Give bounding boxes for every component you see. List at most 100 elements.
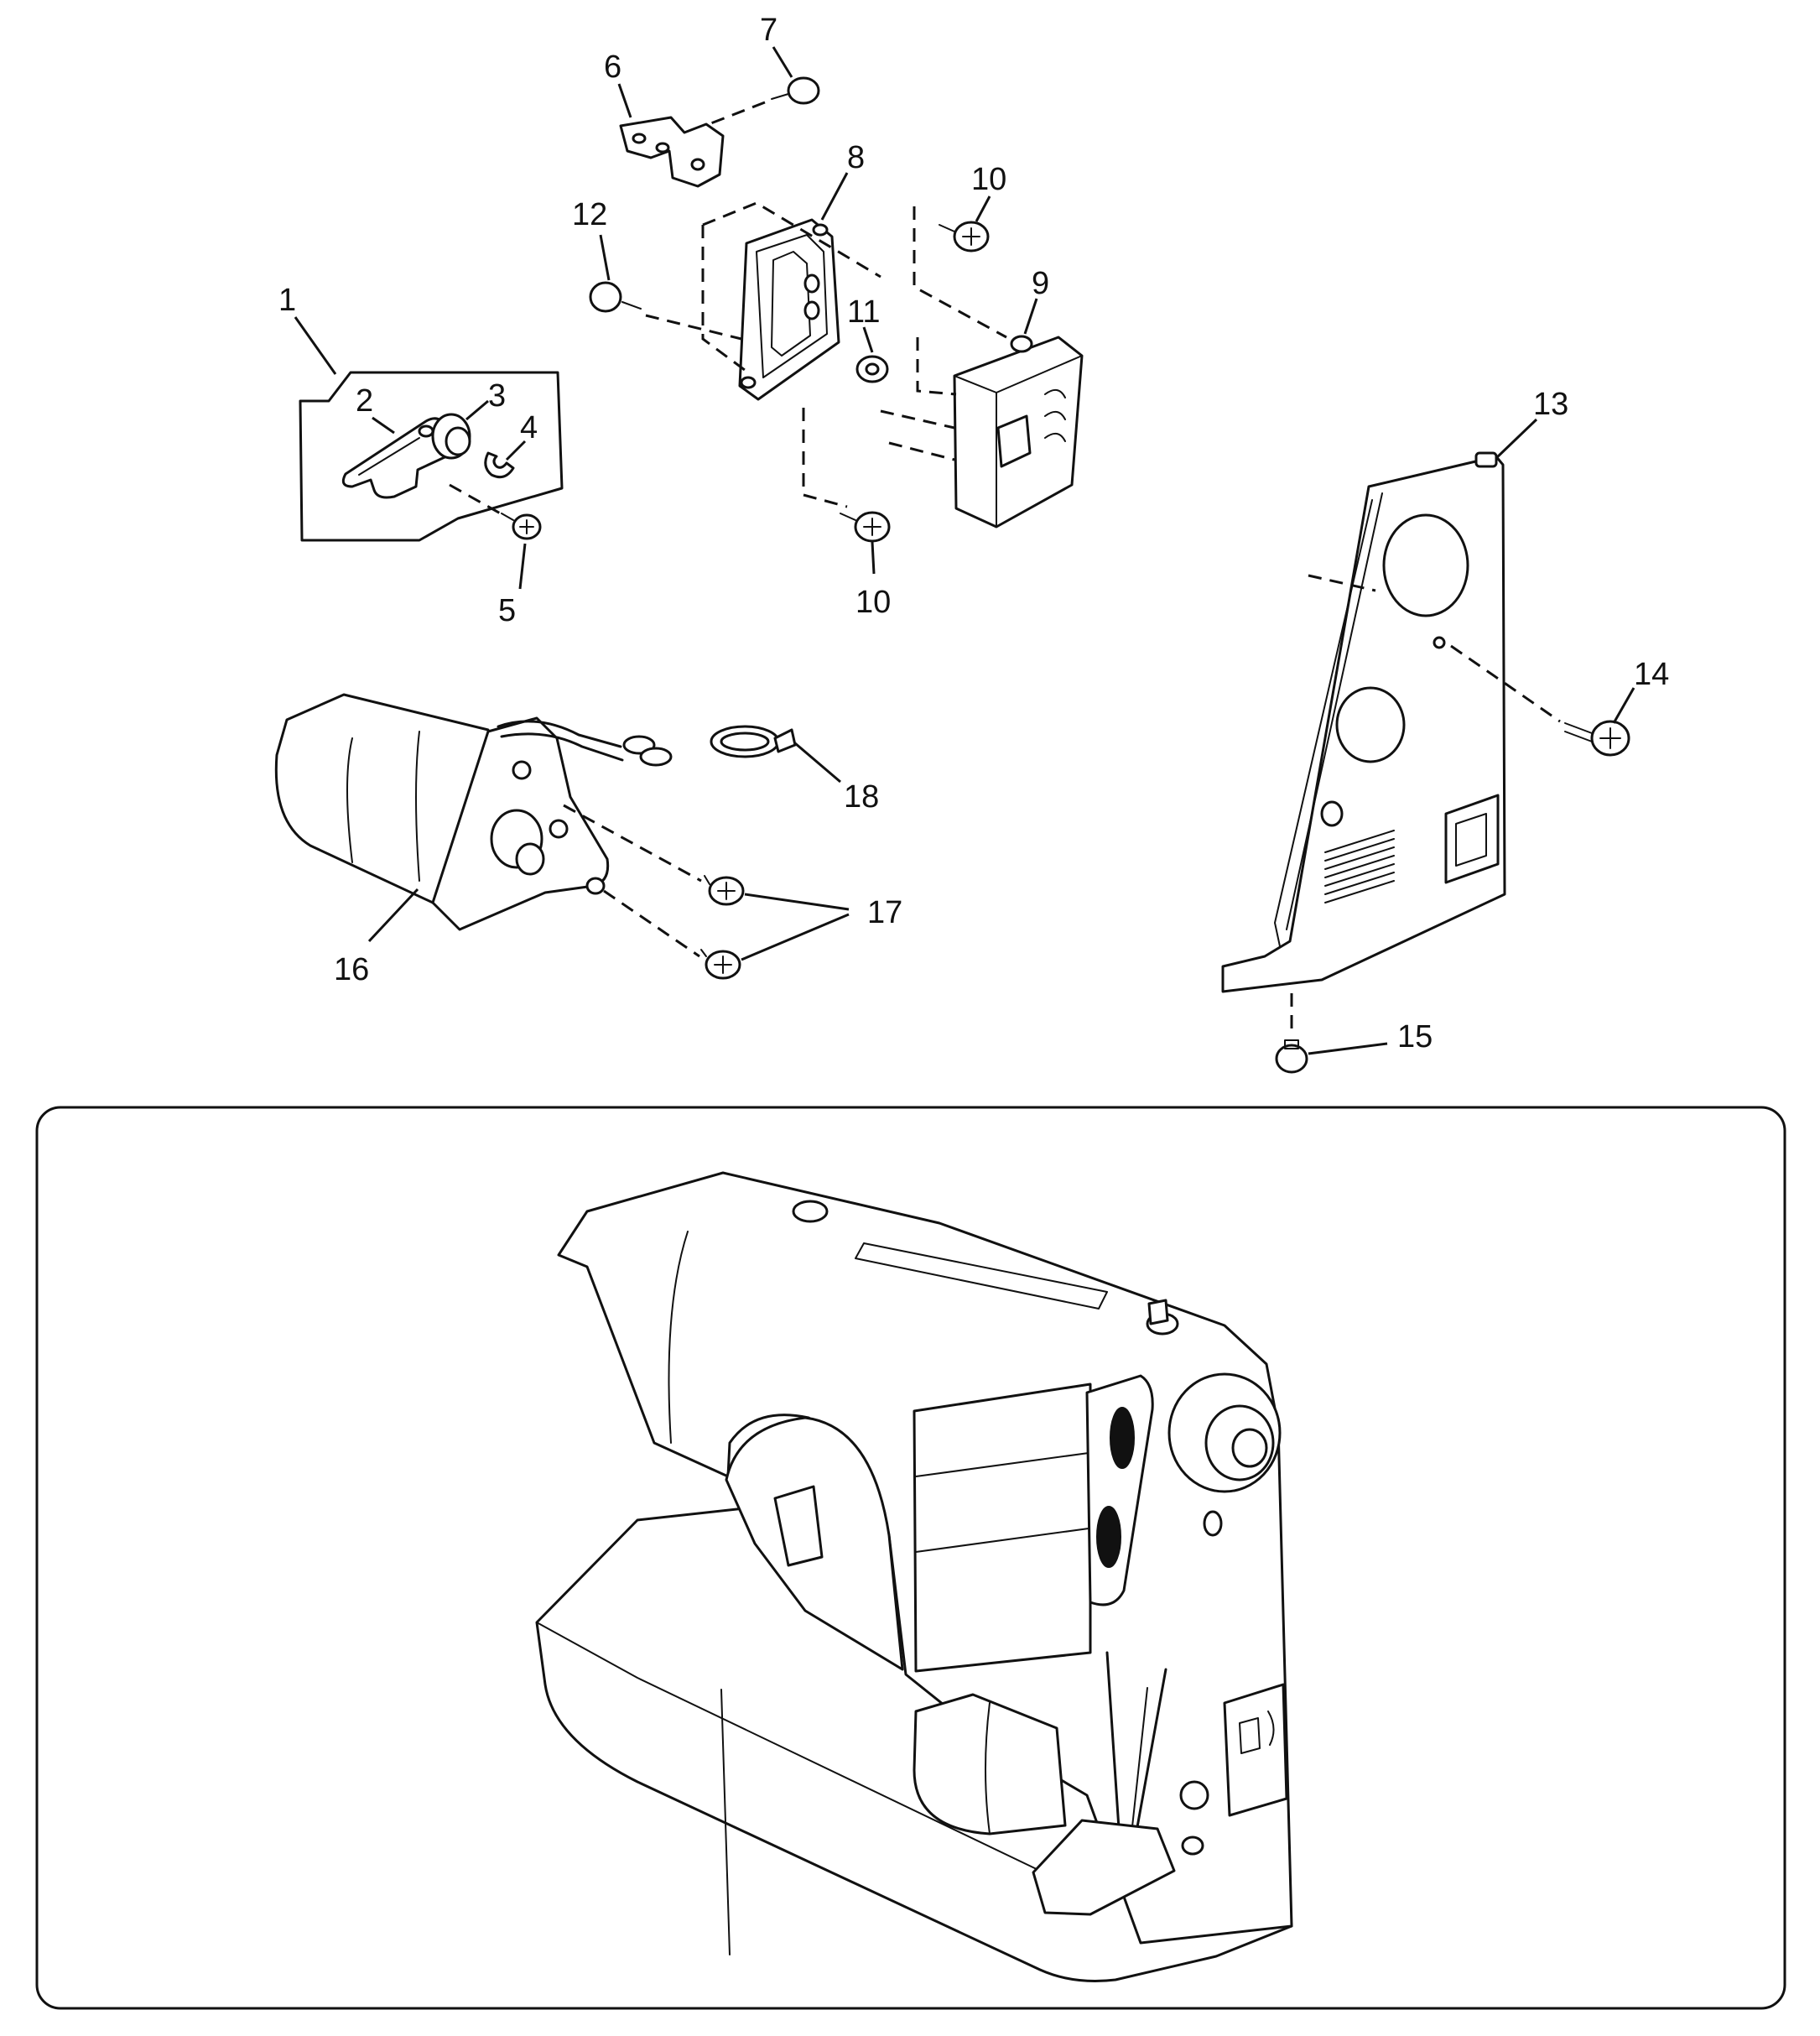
screws-17 (700, 875, 745, 980)
leader-7 (772, 46, 793, 78)
callout-14: 14 (1634, 657, 1669, 692)
handwheel-center (1231, 1428, 1268, 1468)
callout-4: 4 (520, 410, 538, 445)
screw-14-guide (1450, 644, 1561, 723)
frame-guide-top (702, 201, 881, 279)
machine-side-panel-lines (915, 1452, 1089, 1553)
machine-motor-seam (985, 1702, 991, 1835)
cover-guide-line (1308, 574, 1376, 592)
bracket-6-hole-b (655, 142, 670, 154)
machine-rear-hole (1203, 1510, 1223, 1537)
machine-bed-lines (536, 1622, 1041, 1955)
rear-cover-group (1221, 451, 1506, 1037)
callout-12: 12 (572, 197, 607, 232)
motor-mount-hole-c (585, 877, 606, 895)
cover-small-hole (1320, 800, 1344, 827)
screw-17-a-thread (704, 875, 710, 885)
sewing-machine-illustration (535, 1171, 1293, 1982)
switch-box-tab (1010, 335, 1033, 353)
screw-10-bottom-thread (840, 513, 856, 521)
dial-bottom-icon (1096, 1506, 1121, 1568)
switch-frame-inner (756, 234, 828, 378)
assembly-guide-line (449, 483, 504, 517)
machine-top-screw (792, 1200, 829, 1223)
frame-guide-bottom (802, 408, 848, 508)
leader-1 (294, 316, 337, 375)
motor-screw-guide-1 (563, 804, 702, 883)
switch-frame-recess (771, 251, 811, 357)
leader-6 (617, 83, 632, 118)
motor-mount-hole-b (549, 819, 569, 839)
screw-14-cross (1599, 727, 1621, 749)
screw-part-15 (1275, 1044, 1308, 1074)
machine-view-frame (35, 1106, 1786, 2010)
clamp-ring-inner (720, 732, 770, 752)
screws-14-15 (1275, 644, 1630, 1074)
callout-10-top: 10 (971, 162, 1006, 197)
machine-rear-screw (1181, 1836, 1204, 1856)
screw-17-b-cross (714, 956, 732, 974)
motor-shaft (515, 842, 545, 876)
leader-17-b (741, 913, 850, 961)
leader-8 (820, 172, 849, 221)
screws-10-11-12 (589, 221, 990, 543)
callout-2: 2 (356, 383, 373, 419)
machine-side-panel (913, 1383, 1092, 1673)
leader-15 (1308, 1042, 1388, 1055)
callout-labels: 1 2 3 4 5 6 7 8 9 10 10 11 12 13 14 15 1… (278, 13, 1669, 1054)
assembly-outline-1 (299, 371, 564, 542)
motor-wire-terminal-2 (639, 747, 673, 767)
switch-box-window (996, 414, 1032, 468)
leader-11 (862, 326, 874, 353)
cover-large-hole-middle (1335, 686, 1406, 763)
machine-motor-mount (1032, 1819, 1176, 1916)
power-switch-symbol (1267, 1711, 1275, 1746)
callout-8: 8 (847, 140, 865, 175)
callout-1: 1 (278, 283, 296, 318)
leader-14 (1612, 687, 1635, 724)
bracket-6-hole-c (690, 158, 705, 171)
pulley-hub (445, 426, 471, 456)
screw-17-a-cross (717, 882, 736, 900)
spool-pin (1147, 1299, 1169, 1325)
leader-9 (1023, 298, 1038, 335)
screw-part-7 (787, 76, 820, 105)
box-guide-c (888, 441, 955, 461)
machine-motor (913, 1693, 1067, 1836)
callout-9: 9 (1032, 266, 1049, 301)
switch-box-symbols (1044, 388, 1066, 442)
machine-belt (1105, 1651, 1167, 1856)
switch-box-edges (954, 355, 1083, 528)
motor-lead-wire-2 (500, 732, 624, 762)
cover-top-tab (1474, 451, 1498, 468)
switch-box-group (880, 206, 1084, 529)
callout-11: 11 (847, 294, 880, 330)
leader-13 (1495, 418, 1538, 460)
frame-hole-b (803, 300, 820, 320)
leader-5 (518, 543, 527, 590)
bracket-hole (418, 424, 434, 438)
e-ring-part-4 (484, 451, 515, 479)
callout-17: 17 (867, 895, 902, 930)
pulley-assembly-group (299, 371, 564, 542)
machine-frame-border (35, 1106, 1786, 2010)
motor-lead-wire-1 (497, 720, 622, 748)
motor-screw-guide-2 (603, 889, 700, 958)
screw-15-thread (1284, 1039, 1299, 1049)
cover-screw-hole (1433, 636, 1446, 649)
leader-3 (465, 399, 489, 421)
motor-group (274, 693, 702, 958)
motor-body-seam-1 (346, 737, 353, 863)
screw-12-thread (621, 301, 642, 310)
machine-rear-knob (1179, 1780, 1209, 1810)
callout-18: 18 (844, 779, 879, 815)
screw-7-guide (704, 101, 766, 128)
callout-7: 7 (760, 13, 777, 48)
cover-vent-slots (1324, 830, 1395, 903)
clamp-tab (773, 728, 797, 753)
nut-11-hole (865, 362, 880, 376)
box-guide-a (916, 337, 957, 396)
cover-edge-fold-2 (1286, 492, 1383, 930)
